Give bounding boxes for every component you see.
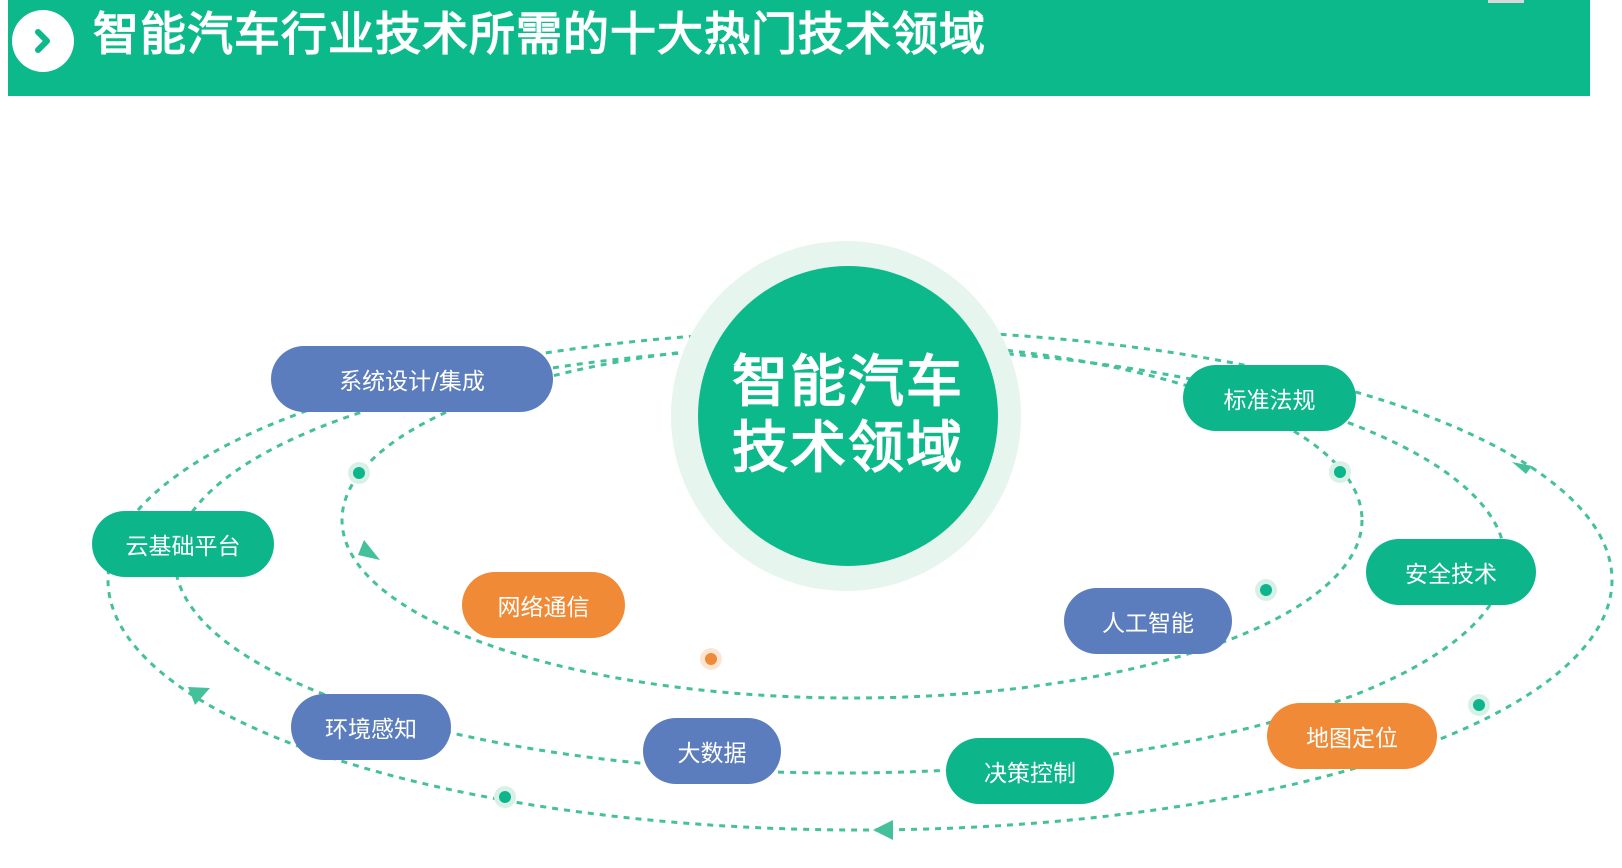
node-label: 决策控制	[984, 761, 1076, 787]
node-decision-control: 决策控制	[946, 738, 1114, 804]
orbit-dot	[353, 467, 365, 479]
corner-mark	[1488, 0, 1524, 3]
node-system-design: 系统设计/集成	[271, 346, 553, 412]
node-network: 网络通信	[462, 572, 625, 638]
header-badge	[12, 10, 74, 72]
center-hub: 智能汽车 技术领域	[698, 266, 998, 566]
node-big-data: 大数据	[643, 718, 781, 784]
orbit-dot	[499, 791, 511, 803]
center-label: 智能汽车 技术领域	[732, 350, 964, 481]
node-cloud-platform: 云基础平台	[92, 511, 274, 577]
orbit-dot	[1260, 584, 1272, 596]
node-label: 人工智能	[1102, 611, 1194, 637]
page-title: 智能汽车行业技术所需的十大热门技术领域	[93, 7, 986, 61]
node-label: 安全技术	[1405, 562, 1497, 588]
node-ai: 人工智能	[1064, 588, 1232, 654]
node-label: 标准法规	[1223, 388, 1316, 414]
orbit-arrow-icon	[1512, 462, 1532, 474]
node-security: 安全技术	[1366, 539, 1536, 605]
node-label: 大数据	[677, 741, 747, 767]
node-label: 地图定位	[1306, 726, 1398, 752]
node-map-location: 地图定位	[1267, 703, 1437, 769]
orbit-dot	[705, 653, 717, 665]
node-perception: 环境感知	[291, 694, 451, 760]
header-bar: 智能汽车行业技术所需的十大热门技术领域	[8, 0, 1590, 96]
node-label: 云基础平台	[125, 534, 241, 560]
chevron-right-icon	[35, 29, 50, 53]
orbit-arrow-icon	[358, 540, 380, 560]
node-label: 网络通信	[497, 595, 590, 621]
node-standards: 标准法规	[1183, 365, 1356, 431]
orbit-dot	[1473, 699, 1485, 711]
node-label: 环境感知	[325, 717, 417, 743]
orbit-arrow-icon	[188, 687, 210, 705]
node-label: 系统设计/集成	[339, 369, 485, 395]
orbit-arrow-icon	[873, 820, 893, 840]
orbit-dot	[1334, 466, 1346, 478]
